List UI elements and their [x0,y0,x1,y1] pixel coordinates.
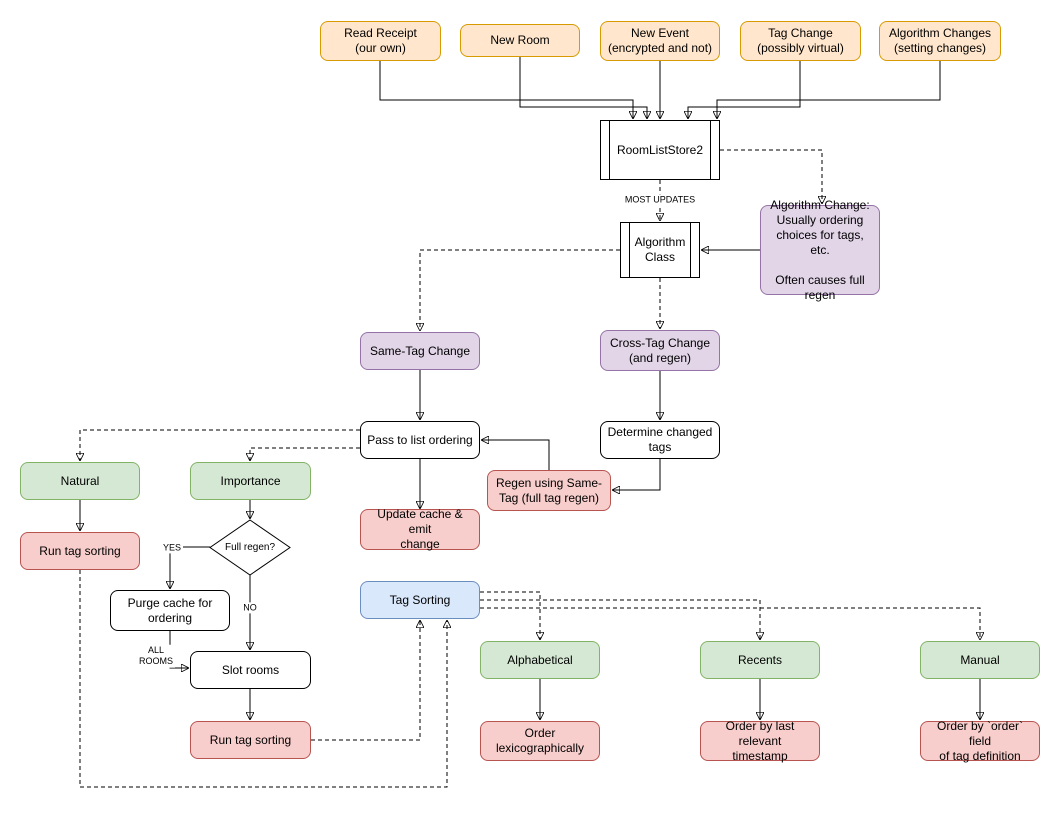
node-importance: Importance [190,462,311,500]
edge-determine-to-regen [613,459,661,490]
node-regen-using-same-tag: Regen using Same- Tag (full tag regen) [487,470,611,511]
node-order-by-last-relevant-timestamp: Order by last relevant timestamp [700,719,820,763]
node-new-event: New Event (encrypted and not) [600,21,720,61]
node-pass-to-list-ordering: Pass to list ordering [360,421,480,459]
node-cross-tag-change: Cross-Tag Change (and regen) [600,330,720,371]
node-natural: Natural [20,462,140,500]
full-regen-label: Full regen? [224,542,276,553]
node-order-lexicographically: Order lexicographically [480,721,600,761]
edge-tag-sorting-to-alphabetical [480,591,540,639]
node-new-room: New Room [460,24,580,57]
node-tag-sorting: Tag Sorting [360,581,480,619]
node-algorithm-changes: Algorithm Changes (setting changes) [879,21,1001,61]
full-regen-diamond [209,519,291,576]
edge-tag-change-to-store [688,61,801,118]
edge-algorithm-class-to-same-tag [420,249,620,330]
node-room-list-store2: RoomListStore2 [600,120,720,180]
node-recents: Recents [700,641,820,679]
node-same-tag-change: Same-Tag Change [360,332,480,370]
node-purge-cache-for-ordering: Purge cache for ordering [110,590,230,631]
node-slot-rooms: Slot rooms [190,651,311,689]
node-algorithm-change-note: Algorithm Change: Usually ordering choic… [760,198,880,302]
node-tag-change: Tag Change (possibly virtual) [740,21,861,61]
edge-purge-to-slot-rooms [169,631,188,668]
node-manual: Manual [920,641,1040,679]
node-alphabetical: Alphabetical [480,641,600,679]
edge-tag-sorting-to-manual [480,607,980,639]
edge-regen-to-pass [482,440,550,470]
edge-read-receipt-to-store [379,61,633,118]
node-read-receipt: Read Receipt (our own) [320,21,441,61]
node-determine-changed-tags: Determine changed tags [600,421,720,459]
edge-tag-sorting-to-recents [480,599,760,639]
edge-label-yes: YES [160,542,184,554]
edge-label-all-rooms: ALL ROOMS [136,644,176,668]
edge-algorithm-changes-to-store [717,61,941,118]
edge-run-tag-sorting-mid-to-tag-sorting [311,621,420,741]
node-run-tag-sorting-mid: Run tag sorting [190,721,311,759]
edge-store-to-note [720,149,822,203]
edge-run-tag-sorting-left-to-tag-sorting [79,570,447,788]
edge-label-most-updates: MOST UPDATES [622,194,698,206]
edge-label-no: NO [241,602,259,614]
node-order-by-order-field: Order by `order` field of tag definition [920,719,1040,763]
node-update-cache-emit-change: Update cache & emit change [360,507,480,551]
edge-new-room-to-store [519,57,647,118]
node-run-tag-sorting-left: Run tag sorting [20,532,140,570]
node-algorithm-class: Algorithm Class [620,222,700,278]
edge-pass-to-importance [250,447,360,460]
edge-pass-to-natural [80,429,360,460]
